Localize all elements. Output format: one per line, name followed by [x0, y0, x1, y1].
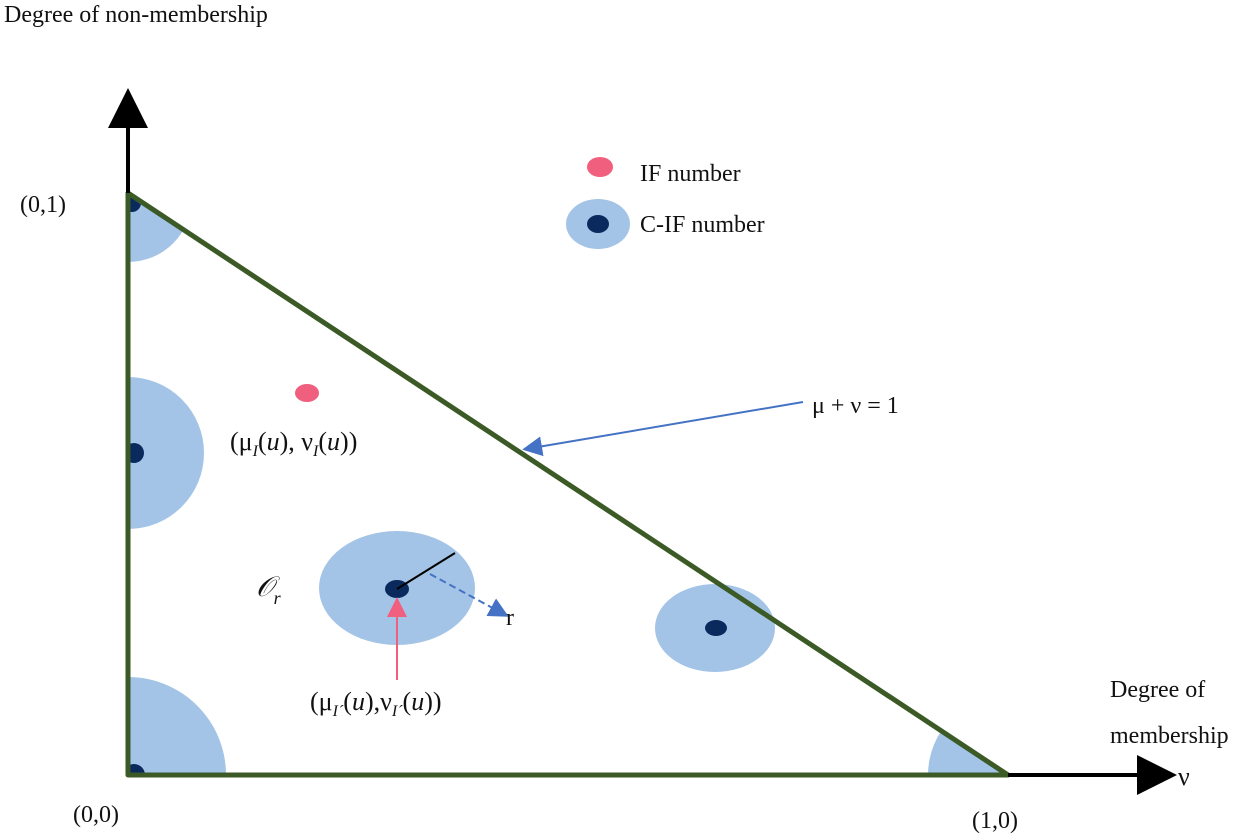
legend-if-label: IF number	[640, 161, 741, 187]
legend-cif-inner-icon	[587, 215, 609, 233]
boundary-equation: μ + ν = 1	[812, 393, 899, 419]
cif-region-top	[128, 193, 192, 262]
if-point-label: (μI(u), νI(u))	[230, 427, 357, 460]
point-0-1-label: (0,1)	[20, 192, 66, 218]
cif-point-label: (μI´(u),νI´(u))	[310, 687, 442, 720]
y-axis-label: Degree of non-membership	[4, 2, 268, 28]
boundary-pointer-arrow	[522, 401, 804, 457]
origin-label: (0,0)	[73, 802, 119, 828]
x-axis-label-line1: Degree of	[1110, 677, 1205, 703]
radius-line	[396, 552, 456, 590]
x-axis-label-line2: membership	[1110, 723, 1229, 749]
feasible-triangle	[125, 190, 1011, 778]
circle-label: 𝒪r	[256, 572, 282, 608]
clipped-cif-regions	[128, 193, 1008, 775]
cif-region-left-mid	[128, 377, 204, 529]
legend-if-icon	[587, 157, 613, 177]
legend: IF number C-IF number	[566, 157, 765, 249]
cif-region-origin	[128, 677, 226, 775]
point-1-0-label: (1,0)	[972, 808, 1018, 834]
if-point	[295, 384, 319, 402]
cif-center-right	[705, 620, 727, 636]
radius-label: r	[506, 605, 514, 631]
x-axis-symbol: ν	[1178, 762, 1190, 791]
legend-cif-label: C-IF number	[640, 212, 765, 238]
radius-dashed-arrow	[429, 573, 509, 617]
